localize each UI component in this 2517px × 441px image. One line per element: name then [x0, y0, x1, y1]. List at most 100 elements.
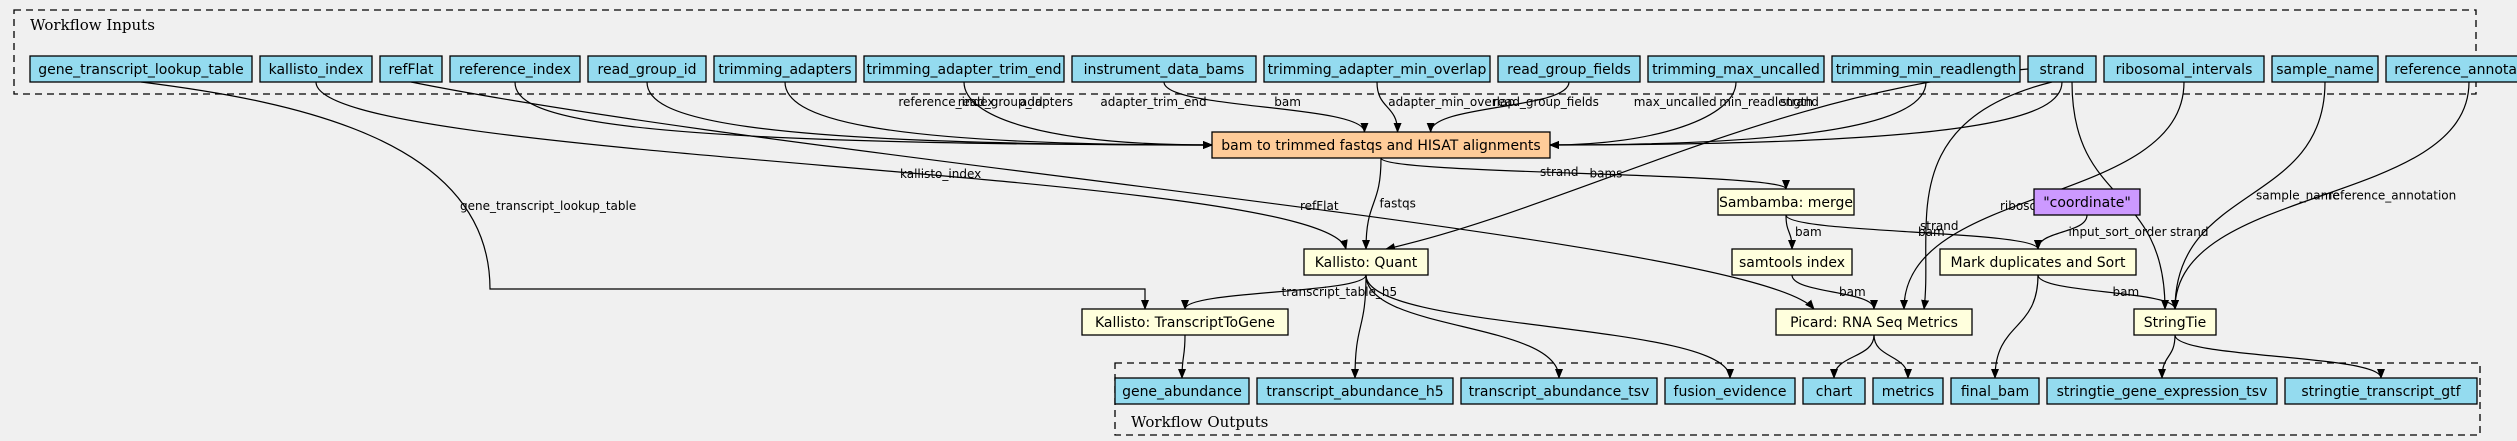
node-read_group_id[interactable]: read_group_id	[587, 55, 707, 83]
node-box	[2271, 55, 2379, 83]
node-stringtie_transcript_gtf[interactable]: stringtie_transcript_gtf	[2284, 377, 2478, 405]
node-reference_index[interactable]: reference_index	[449, 55, 581, 83]
edge-strand-to-bam_to_trimmed: strand	[1549, 81, 2063, 149]
node-trimming_adapters[interactable]: trimming_adapters	[713, 55, 857, 83]
edge-line	[1921, 81, 2053, 310]
edge-samtools_index-to-picard_rna: bam	[1791, 274, 1878, 310]
edge-instrument_data_bams-to-bam_to_trimmed: bam	[1163, 81, 1369, 133]
node-box	[1950, 377, 2040, 405]
edge-sambamba_merge-to-mark_dup: bam	[1785, 214, 2042, 250]
edge-label: bam	[1795, 225, 1822, 239]
node-chart[interactable]: chart	[1802, 377, 1866, 405]
node-box	[2046, 377, 2278, 405]
node-stringtie[interactable]: StringTie	[2133, 308, 2217, 336]
node-label: instrument_data_bams	[1084, 62, 1245, 78]
node-label: StringTie	[2144, 315, 2206, 331]
node-stringtie_gene_expression_tsv[interactable]: stringtie_gene_expression_tsv	[2046, 377, 2278, 405]
edge-kallisto_quant-to-transcript_abundance_tsv	[1365, 274, 1563, 379]
node-trimming_min_readlength[interactable]: trimming_min_readlength	[1831, 55, 2021, 83]
node-box	[2385, 55, 2517, 83]
node-label: reference_index	[459, 62, 571, 78]
node-label: strand	[2040, 62, 2085, 78]
node-coordinate[interactable]: "coordinate"	[2033, 188, 2141, 216]
edge-label: kallisto_index	[900, 167, 981, 181]
edge-line	[2174, 334, 2385, 379]
edge-trimming_max_uncalled-to-bam_to_trimmed: max_uncalled	[1549, 81, 1737, 149]
node-trimming_adapter_trim_end[interactable]: trimming_adapter_trim_end	[863, 55, 1065, 83]
edge-line	[784, 81, 1213, 149]
edge-line	[1362, 157, 1382, 250]
edge-stringtie-to-stringtie_transcript_gtf	[2174, 334, 2385, 379]
node-label: transcript_abundance_tsv	[1469, 384, 1650, 400]
node-fusion_evidence[interactable]: fusion_evidence	[1664, 377, 1796, 405]
edge-line	[1873, 334, 1912, 379]
edge-line	[1365, 274, 1563, 379]
node-gene_abundance[interactable]: gene_abundance	[1114, 377, 1250, 405]
edge-label: bam	[2113, 285, 2140, 299]
edge-line	[514, 81, 1213, 149]
edge-kallisto_t2g-to-gene_abundance	[1178, 334, 1187, 379]
node-kallisto_quant[interactable]: Kallisto: Quant	[1303, 248, 1429, 276]
node-box	[1647, 55, 1825, 83]
cluster-label: Workflow Outputs	[1131, 413, 1268, 431]
edge-kallisto_quant-to-fusion_evidence	[1365, 274, 1734, 379]
node-transcript_abundance_h5[interactable]: transcript_abundance_h5	[1256, 377, 1454, 405]
node-label: reference_annotation	[2394, 62, 2517, 78]
node-box	[1211, 131, 1551, 159]
edge-strand-to-picard_rna: strand	[1920, 81, 2053, 310]
node-refFlat[interactable]: refFlat	[379, 55, 443, 83]
edge-sambamba_merge-to-samtools_index: bam	[1785, 214, 1822, 250]
node-instrument_data_bams[interactable]: instrument_data_bams	[1071, 55, 1257, 83]
edge-picard_rna-to-chart	[1830, 334, 1875, 379]
node-transcript_abundance_tsv[interactable]: transcript_abundance_tsv	[1460, 377, 1658, 405]
edge-read_group_id-to-bam_to_trimmed: read_group_id	[646, 81, 1213, 149]
edge-label: input_sort_order	[2069, 225, 2167, 239]
edge-label: bam	[1274, 95, 1301, 109]
edge-label: adapter_min_overlap	[1388, 95, 1515, 109]
node-box	[1831, 55, 2021, 83]
node-box	[713, 55, 857, 83]
node-final_bam[interactable]: final_bam	[1950, 377, 2040, 405]
node-box	[1460, 377, 1658, 405]
node-box	[1114, 377, 1250, 405]
node-reference_annotation[interactable]: reference_annotation	[2385, 55, 2517, 83]
node-kallisto_t2g[interactable]: Kallisto: TranscriptToGene	[1081, 308, 1289, 336]
node-label: trimming_adapters	[718, 62, 851, 78]
node-label: trimming_max_uncalled	[1652, 62, 1820, 78]
node-box	[1303, 248, 1429, 276]
node-metrics[interactable]: metrics	[1872, 377, 1944, 405]
node-picard_rna[interactable]: Picard: RNA Seq Metrics	[1775, 308, 1973, 336]
edge-reference_annotation-to-stringtie: reference_annotation	[2171, 81, 2470, 310]
node-sambamba_merge[interactable]: Sambamba: merge	[1717, 188, 1855, 216]
node-trimming_max_uncalled[interactable]: trimming_max_uncalled	[1647, 55, 1825, 83]
node-trimming_adapter_min_overlap[interactable]: trimming_adapter_min_overlap	[1263, 55, 1491, 83]
node-gene_transcript_lookup_table[interactable]: gene_transcript_lookup_table	[29, 55, 253, 83]
node-samtools_index[interactable]: samtools index	[1731, 248, 1853, 276]
edge-line	[1830, 334, 1875, 379]
node-ribosomal_intervals[interactable]: ribosomal_intervals	[2103, 55, 2265, 83]
node-mark_dup[interactable]: Mark duplicates and Sort	[1939, 248, 2137, 276]
node-box	[1731, 248, 1853, 276]
edge-gene_transcript_lookup_table-to-kallisto_t2g: gene_transcript_lookup_table	[140, 81, 1149, 310]
edge-line	[1178, 334, 1187, 379]
node-box	[1717, 188, 1855, 216]
node-box	[379, 55, 443, 83]
edge-kallisto_quant-to-transcript_abundance_h5	[1351, 274, 1367, 379]
edge-line	[1181, 274, 1367, 310]
edge-mark_dup-to-final_bam	[1991, 274, 2039, 379]
node-box	[2027, 55, 2097, 83]
node-read_group_fields[interactable]: read_group_fields	[1497, 55, 1641, 83]
edge-line	[1385, 68, 2029, 251]
node-box	[1497, 55, 1641, 83]
node-bam_to_trimmed[interactable]: bam to trimmed fastqs and HISAT alignmen…	[1211, 131, 1551, 159]
node-label: Kallisto: TranscriptToGene	[1095, 315, 1275, 331]
edge-trimming_adapter_trim_end-to-bam_to_trimmed: adapter_trim_end	[963, 81, 1213, 149]
cluster-border	[13, 9, 2477, 95]
node-sample_name[interactable]: sample_name	[2271, 55, 2379, 83]
node-label: chart	[1816, 384, 1853, 400]
edge-line	[646, 81, 1213, 149]
node-kallisto_index[interactable]: kallisto_index	[259, 55, 373, 83]
edge-bam_to_trimmed-to-sambamba_merge: bams	[1380, 157, 1790, 190]
node-strand[interactable]: strand	[2027, 55, 2097, 83]
node-box	[863, 55, 1065, 83]
